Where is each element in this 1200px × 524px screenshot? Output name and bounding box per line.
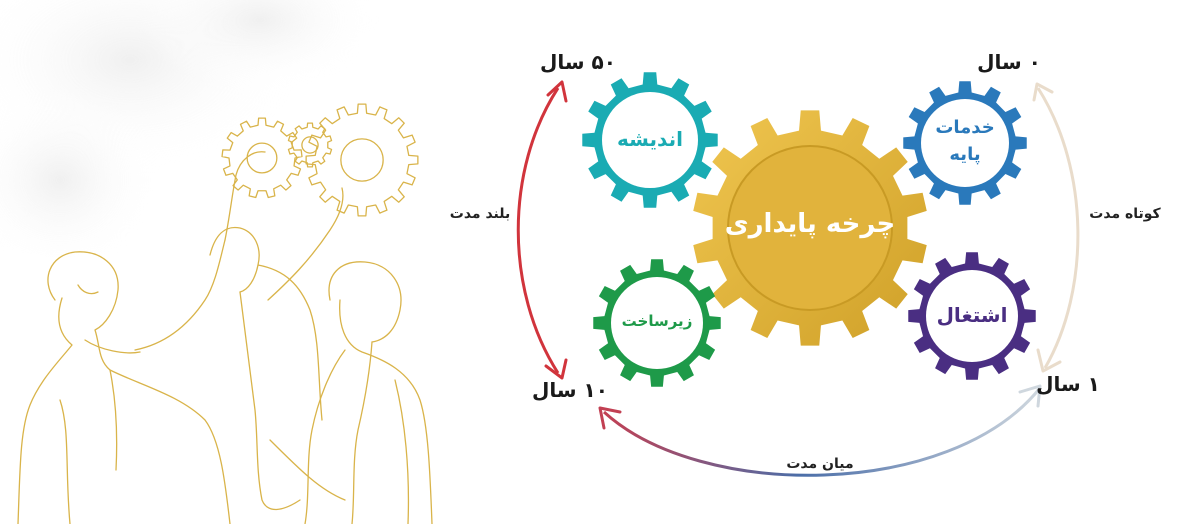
mid-term-label: میان مدت — [786, 456, 853, 472]
center-gear-label: چرخه پایداری — [725, 209, 896, 239]
illustration-gear-outline — [221, 117, 303, 199]
short-term-label: کوتاه مدت — [1089, 206, 1161, 222]
illustration-gear-outline — [305, 103, 419, 217]
basic-services-gear-icon — [903, 81, 1027, 205]
basic-services-label-line2: پایه — [949, 144, 980, 165]
gear-hub — [611, 277, 703, 369]
employment-gear-label: اشتغال — [937, 303, 1008, 327]
employment-gear-icon — [908, 252, 1036, 380]
background-leaf-shadow — [0, 0, 380, 270]
long-term-arrow — [516, 80, 568, 380]
people-with-gears-illustration — [17, 103, 433, 524]
gear-hub — [921, 99, 1009, 187]
year-0-label: ۰ سال — [977, 50, 1041, 74]
illustration-gear-outline — [287, 122, 333, 168]
idea-gear-icon — [582, 72, 718, 208]
illustration-gear-hub — [246, 142, 278, 174]
gear-center — [727, 145, 893, 311]
infrastructure-gear-label: زیرساخت — [622, 312, 693, 330]
illustration-gear-icon — [221, 117, 303, 199]
basic-services-label-line1: خدمات — [935, 117, 994, 138]
mid-term-arrow — [598, 384, 1042, 477]
idea-gear-label: اندیشه — [617, 127, 683, 151]
illustration-gear-hub — [340, 138, 384, 182]
illustration-gear-icon — [305, 103, 419, 217]
long-term-label: بلند مدت — [450, 206, 510, 222]
gear-hub — [602, 92, 698, 188]
center-gear-icon — [693, 110, 927, 346]
illustration-gear-icon — [287, 122, 333, 168]
year-50-label: ۵۰ سال — [540, 50, 616, 74]
year-10-label: ۱۰ سال — [532, 378, 608, 402]
short-term-arrow — [1032, 82, 1080, 373]
gear-hub — [926, 270, 1018, 362]
year-1-label: ۱ سال — [1036, 372, 1100, 396]
infrastructure-gear-icon — [593, 259, 721, 387]
illustration-gear-hub — [301, 136, 319, 154]
